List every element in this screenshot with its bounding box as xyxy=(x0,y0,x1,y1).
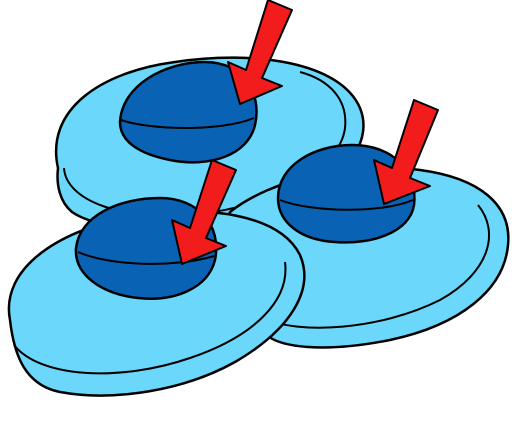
cell-membrane-inner xyxy=(13,261,287,375)
red-arrow-icon xyxy=(227,0,293,105)
arrow-1 xyxy=(227,0,293,105)
nucleus-rim xyxy=(120,117,255,129)
red-arrow-icon xyxy=(171,159,237,265)
cell-membrane-inner xyxy=(261,204,491,329)
arrow-3 xyxy=(171,159,237,265)
red-arrow-icon xyxy=(373,99,439,205)
nucleus-rim xyxy=(279,199,414,211)
arrow-2 xyxy=(373,99,439,205)
nucleus-rim xyxy=(77,251,215,265)
nucleus xyxy=(118,60,258,164)
cell-front xyxy=(7,196,306,397)
